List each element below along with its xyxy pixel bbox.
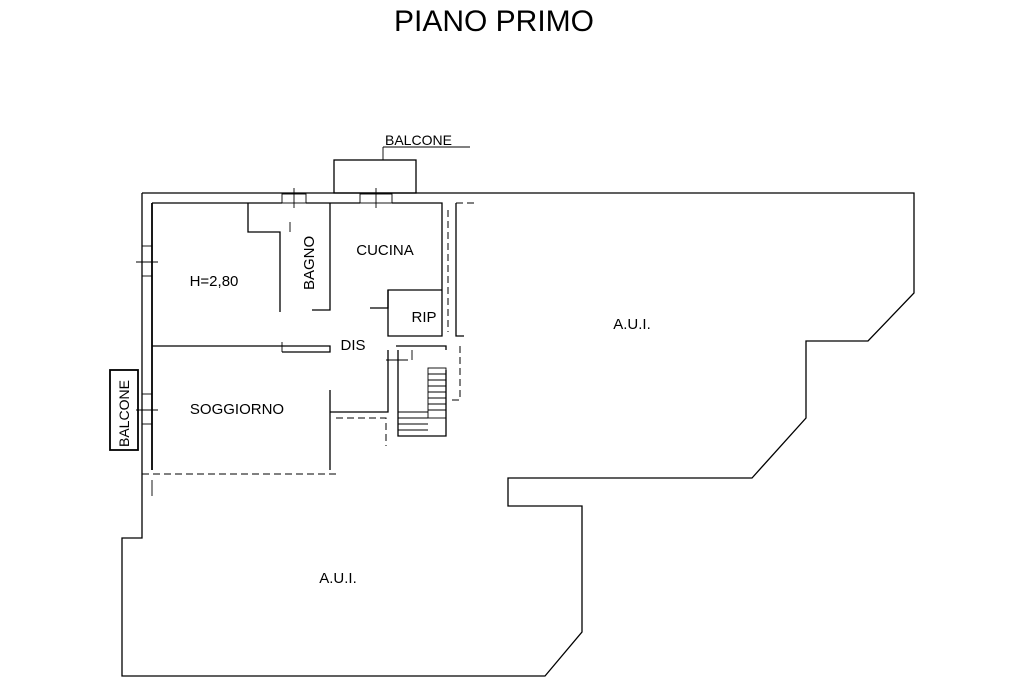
balcony-left-label: BALCONE: [116, 380, 132, 447]
outer-perimeter: [121, 192, 915, 677]
dis-wall-2: [396, 345, 447, 350]
dashed-boundary-dis: [336, 417, 387, 446]
inner-wall-north-3: [392, 202, 443, 290]
room-rip-label: RIP: [411, 309, 436, 326]
room-dis-label: DIS: [340, 337, 365, 354]
corridor-wall: [152, 345, 331, 353]
stair-box: [397, 350, 447, 437]
stair-treads: [398, 367, 447, 431]
area-aui-right-label: A.U.I.: [613, 316, 651, 333]
dis-wall: [330, 350, 389, 413]
cucina-wall-bottom: [370, 289, 442, 309]
stair-wall-west: [455, 203, 464, 337]
dashed-boundary-east: [450, 346, 461, 401]
bagno-wall-left: [247, 203, 281, 312]
window-marks: [136, 188, 393, 425]
room-cucina-label: CUCINA: [356, 242, 414, 259]
rip-wall: [387, 290, 443, 337]
page-title: PIANO PRIMO: [394, 5, 594, 38]
room-bagno-label: BAGNO: [301, 236, 318, 290]
room-soggiorno-label: SOGGIORNO: [190, 401, 284, 418]
bagno-wall-right: [312, 203, 331, 311]
room-height-label: H=2,80: [190, 273, 239, 290]
balcony-top-label: BALCONE: [385, 132, 452, 148]
area-aui-bottom-label: A.U.I.: [319, 570, 357, 587]
balcony-top: [333, 159, 417, 194]
